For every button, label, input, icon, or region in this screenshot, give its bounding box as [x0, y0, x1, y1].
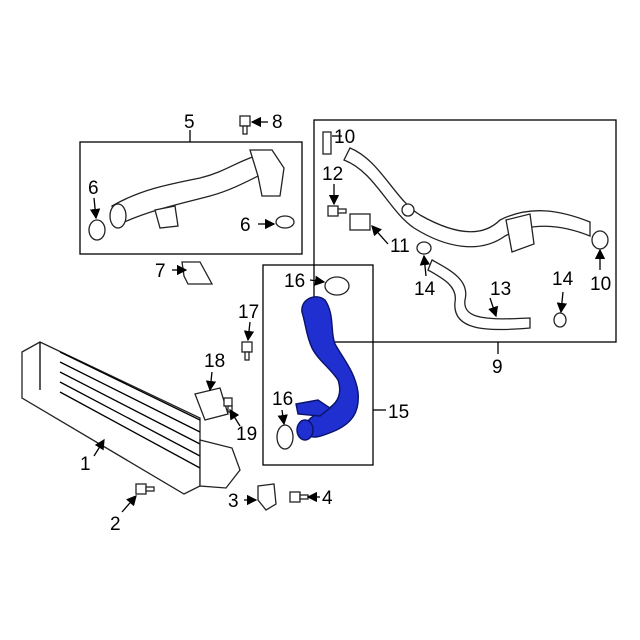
sensor-3 — [257, 483, 277, 511]
callout-9: 9 — [492, 357, 503, 378]
intercooler-1 — [21, 341, 241, 495]
clamp-6a — [88, 219, 106, 241]
bracket-18 — [194, 387, 229, 421]
bolt-17 — [241, 341, 253, 361]
callout-10a: 10 — [334, 127, 355, 148]
callout-1: 1 — [80, 454, 91, 475]
group-box-5 — [79, 141, 303, 255]
clamp-16a — [324, 276, 350, 296]
callout-15: 15 — [388, 402, 409, 423]
bolt-12 — [327, 205, 347, 217]
bolt-8 — [239, 115, 251, 135]
callout-8: 8 — [272, 112, 283, 133]
callout-16a: 16 — [284, 271, 305, 292]
callout-3: 3 — [228, 491, 239, 512]
group-box-15 — [262, 264, 374, 466]
callout-16b: 16 — [272, 389, 293, 410]
clamp-10b — [591, 230, 609, 250]
hose-13 — [427, 259, 531, 331]
charge-air-hose-15 — [295, 296, 359, 441]
callout-10b: 10 — [590, 274, 611, 295]
callout-17: 17 — [238, 302, 259, 323]
callout-18: 18 — [204, 351, 225, 372]
coolant-pipe — [343, 147, 591, 253]
callout-11: 11 — [390, 236, 410, 257]
bracket-7 — [181, 261, 214, 285]
callout-4: 4 — [322, 488, 333, 509]
callout-2: 2 — [110, 514, 121, 535]
callout-6a: 6 — [88, 178, 99, 199]
callout-14b: 14 — [552, 269, 574, 290]
intake-tube — [109, 149, 285, 229]
callout-7: 7 — [155, 261, 166, 282]
clamp-14b — [553, 312, 567, 328]
leader-lines — [89, 116, 606, 513]
clamp-14a — [416, 241, 432, 255]
group-box-9 — [313, 119, 617, 343]
callout-14a: 14 — [414, 279, 436, 300]
callout-6b: 6 — [240, 215, 251, 236]
bolt-2 — [135, 483, 155, 495]
callout-13: 13 — [490, 279, 511, 300]
bolt-4 — [289, 491, 309, 503]
clamp-16b — [276, 424, 294, 450]
callout-5: 5 — [184, 112, 195, 133]
clamp-6b — [275, 215, 295, 229]
sensor-11 — [349, 213, 371, 231]
callout-12: 12 — [322, 164, 343, 185]
callout-19: 19 — [236, 424, 257, 445]
clamp-10a — [322, 131, 332, 155]
